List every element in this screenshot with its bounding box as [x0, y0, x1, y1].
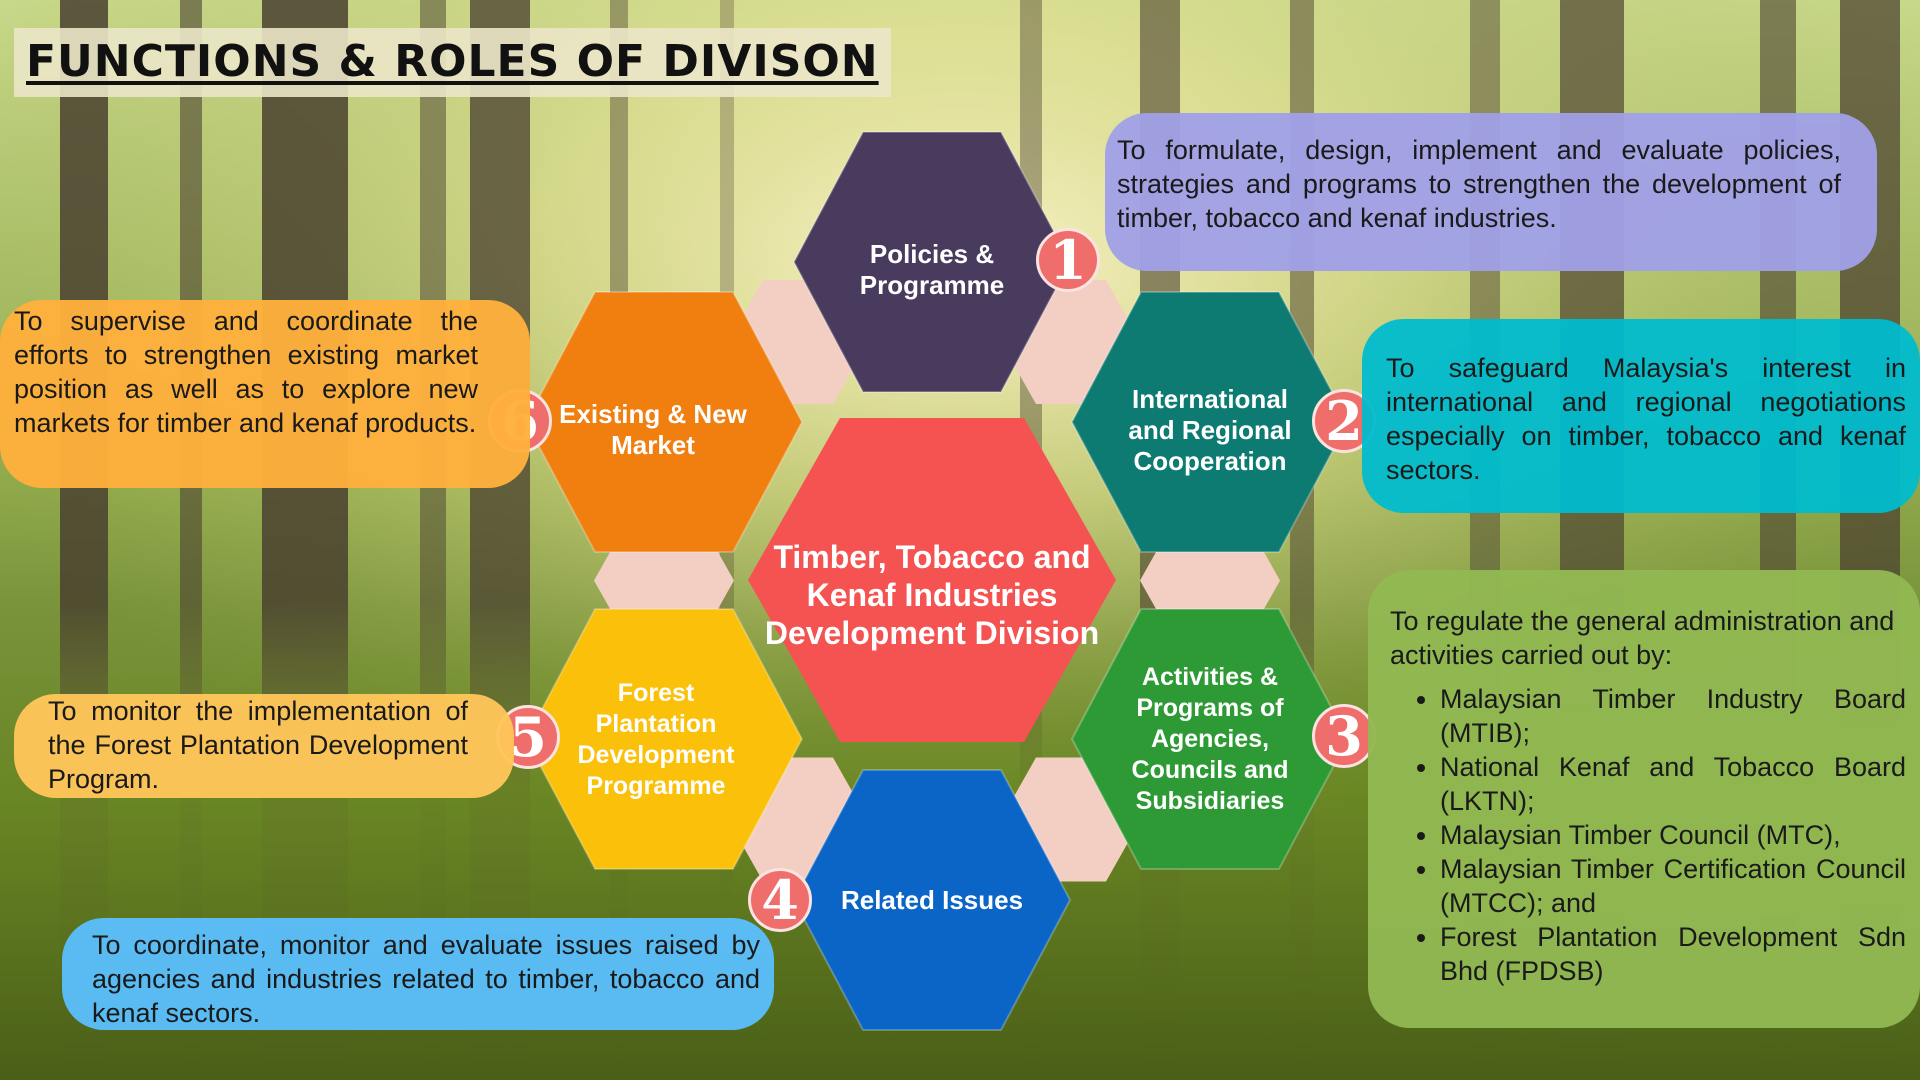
- list-item: National Kenaf and Tobacco Board (LKTN);: [1440, 750, 1906, 818]
- description-box-activities: To regulate the general administration a…: [1368, 570, 1920, 1028]
- description-box-policies: To formulate, design, implement and eval…: [1105, 113, 1877, 271]
- hex-forest: [524, 608, 804, 870]
- page-title: FUNCTIONS & ROLES OF DIVISON: [26, 36, 879, 87]
- description-box-forest: To monitor the implementation of the For…: [14, 694, 514, 798]
- list-item: Malaysian Timber Certification Council (…: [1440, 852, 1906, 920]
- number-1-badge: 1: [1036, 228, 1100, 292]
- description-box-market: To supervise and coordinate the efforts …: [0, 300, 530, 488]
- center-hex-label: Timber, Tobacco and Kenaf Industries Dev…: [764, 539, 1100, 651]
- description-box-international: To safeguard Malaysia's interest in inte…: [1362, 319, 1920, 513]
- hex-label-related: Related Issues: [840, 884, 1024, 915]
- hex-label-policies: Policies & Programme: [859, 239, 1005, 300]
- hex-label-forest: Forest Plantation Development Programme: [577, 679, 735, 800]
- hex-center-division: [748, 418, 1116, 742]
- hex-label-international: International and Regional Cooperation: [1128, 383, 1292, 476]
- hex-label-activities: Activities & Programs of Agencies, Counc…: [1131, 662, 1289, 815]
- description-text-related: To coordinate, monitor and evaluate issu…: [92, 930, 760, 1028]
- hex-related: [792, 769, 1072, 1031]
- description-text-international: To safeguard Malaysia's interest in inte…: [1386, 353, 1906, 485]
- description-text-market: To supervise and coordinate the efforts …: [14, 306, 478, 438]
- number-4-badge: 4: [748, 868, 812, 932]
- description-text-activities: To regulate the general administration a…: [1390, 606, 1895, 670]
- agency-list: Malaysian Timber Industry Board (MTIB); …: [1390, 682, 1906, 988]
- number-3-badge: 3: [1312, 704, 1376, 768]
- description-text-policies: To formulate, design, implement and eval…: [1117, 135, 1841, 233]
- list-item: Malaysian Timber Industry Board (MTIB);: [1440, 682, 1906, 750]
- hexagon-group: [524, 131, 1350, 1031]
- hex-market: [524, 291, 804, 553]
- list-item: Malaysian Timber Council (MTC),: [1440, 818, 1906, 852]
- hex-label-market: Existing & New Market: [559, 399, 747, 460]
- description-box-related: To coordinate, monitor and evaluate issu…: [62, 918, 774, 1030]
- list-item: Forest Plantation Development Sdn Bhd (F…: [1440, 920, 1906, 988]
- title-banner: FUNCTIONS & ROLES OF DIVISON: [14, 28, 891, 97]
- description-text-forest: To monitor the implementation of the For…: [48, 696, 468, 794]
